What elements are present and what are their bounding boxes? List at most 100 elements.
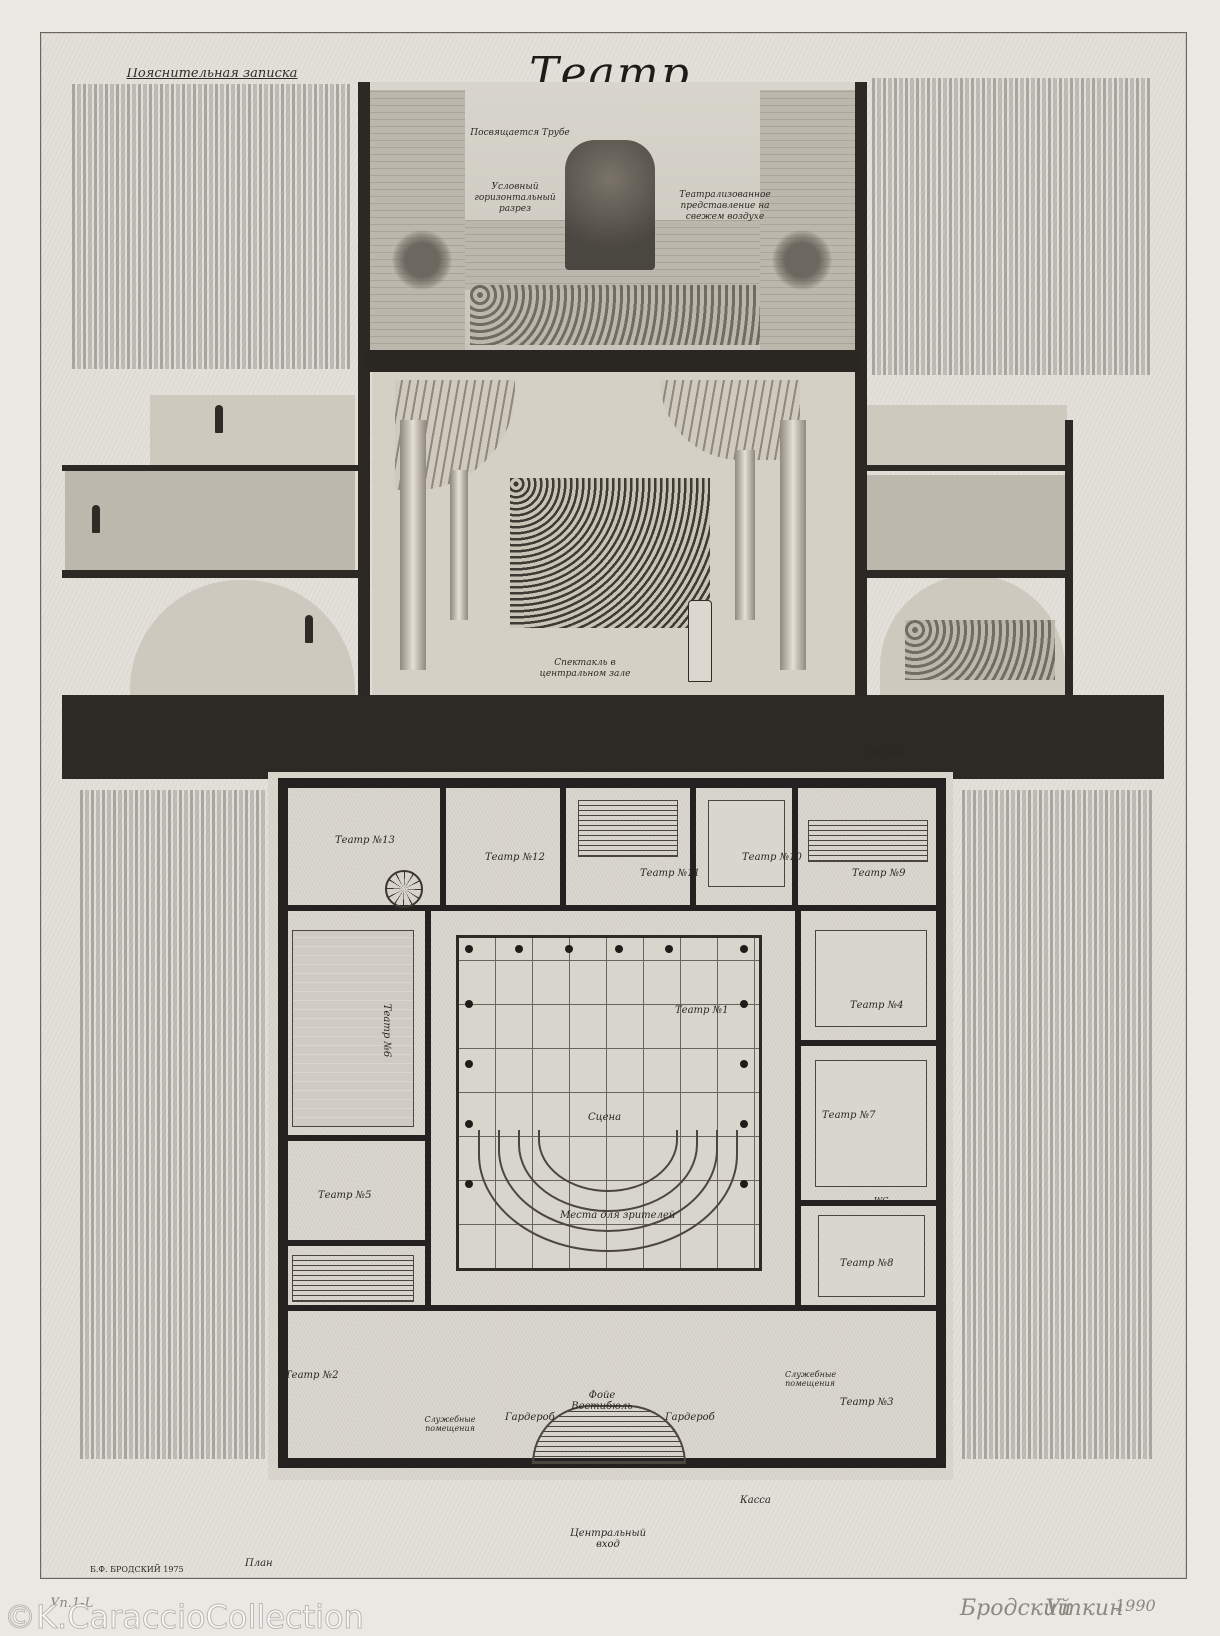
pilaster: [465, 1000, 473, 1008]
plan-wall-left-col: [425, 910, 431, 1310]
tree-right: [772, 230, 832, 290]
right-floor-1: [860, 465, 1070, 471]
figure-actor-left: [215, 405, 223, 433]
plate-imprint: Б.Ф. БРОДСКИЙ 1975: [90, 1565, 184, 1574]
figure-lower-left: [305, 615, 313, 643]
right-middle-room: [867, 475, 1067, 570]
label-theatre-11: Театр №11: [640, 868, 700, 879]
label-theatre-13: Театр №13: [335, 835, 395, 846]
right-floor-2: [860, 570, 1070, 578]
right-room-audience: [905, 620, 1055, 680]
monument-sculpture: [565, 140, 655, 270]
auditorium-audience: [510, 478, 710, 628]
pilaster: [740, 945, 748, 953]
left-floor-2: [62, 570, 358, 578]
label-service-left: Служебные помещения: [424, 1415, 476, 1433]
plan-wall-left: [278, 778, 288, 1468]
stairs-theatre-12: [578, 800, 678, 857]
label-entrance: Центральный вход: [570, 1528, 647, 1550]
explanatory-note-right: [872, 78, 1152, 388]
print-year: 1990: [1115, 1596, 1156, 1615]
label-theatre-1: Театр №1: [675, 1005, 729, 1016]
label-theatre-9: Театр №9: [852, 868, 906, 879]
explanatory-note-left: Пояснительная записка: [72, 68, 352, 388]
pilaster: [515, 945, 523, 953]
pilaster: [565, 945, 573, 953]
pilaster: [740, 1060, 748, 1068]
plan-note-right: [962, 790, 1152, 1470]
pilaster: [665, 945, 673, 953]
label-theatre-10: Театр №10: [742, 852, 802, 863]
courtyard-left-facade: [370, 90, 465, 350]
plan-wall-top: [278, 778, 946, 788]
left-upper-room: [150, 395, 355, 465]
label-theatre-8: Театр №8: [840, 1258, 894, 1269]
ground-mass: [62, 695, 1164, 779]
label-theatre-6: Театр №6: [381, 1003, 393, 1058]
plan-wall-right-2: [795, 1200, 940, 1206]
pilaster: [740, 1180, 748, 1188]
label-open-air: Театрализованное представление на свежем…: [679, 190, 771, 222]
artist-signature-2: Уткин: [1045, 1596, 1124, 1621]
section-wall-left: [358, 82, 370, 697]
courtyard-right-facade: [760, 90, 855, 350]
label-theatre-7: Театр №7: [822, 1110, 876, 1121]
stairs-theatre-9: [808, 820, 928, 862]
plan-wall-top-row: [278, 905, 946, 911]
room-theatre-4: [815, 930, 927, 1027]
label-theatre-12: Театр №12: [485, 852, 545, 863]
pilaster: [740, 1000, 748, 1008]
plan-wall-div-3: [690, 778, 696, 910]
room-theatre-7: [815, 1060, 927, 1187]
artist-signature-1: Бродский: [960, 1596, 1072, 1621]
plan-note-left: [80, 790, 265, 1470]
pilaster: [465, 945, 473, 953]
stairs-theatre-2: [292, 1255, 414, 1302]
label-cut: Условный горизонтальный разрез: [474, 182, 556, 214]
label-scene: Сцена: [588, 1112, 622, 1123]
label-wardrobe-right: Гардероб: [665, 1412, 715, 1423]
label-section-marker: Разрез: [868, 748, 904, 759]
right-upper-room: [867, 405, 1067, 465]
section-wall-right: [855, 82, 867, 697]
plan-wall-right: [936, 778, 946, 1468]
entrance-stair: [532, 1405, 686, 1464]
pilaster: [465, 1120, 473, 1128]
label-cashier: Касса: [740, 1495, 771, 1506]
left-floor-1: [62, 465, 358, 471]
label-service-right: Служебные помещения: [785, 1370, 837, 1388]
column-2: [780, 420, 806, 670]
pilaster: [740, 1120, 748, 1128]
left-middle-room: [65, 470, 355, 570]
pilaster: [465, 1180, 473, 1188]
actor-figure: [688, 600, 712, 682]
label-wc: WC: [874, 1196, 889, 1205]
plan-wall-left-2: [278, 1240, 428, 1246]
label-plan-marker: План: [245, 1558, 273, 1569]
plan-wall-right-col: [795, 910, 801, 1310]
label-foyer: Фойе Вестибюль: [571, 1390, 633, 1412]
label-theatre-4: Театр №4: [850, 1000, 904, 1011]
edition-number: Уп.1-L: [50, 1596, 94, 1611]
room-theatre-10: [708, 800, 785, 887]
courtyard-crowd: [470, 285, 760, 345]
column-4: [735, 450, 755, 620]
plan-wall-div-4: [792, 778, 798, 910]
collection-watermark: ©K.CaraccioCollection: [4, 1598, 365, 1636]
figure-umbrella-left: [92, 505, 100, 533]
plan-wall-left-1: [278, 1135, 428, 1141]
label-theatre-2: Театр №2: [285, 1370, 339, 1381]
pilaster: [615, 945, 623, 953]
room-theatre-3-left: [292, 930, 414, 1127]
column-3: [450, 470, 468, 620]
tree-left: [392, 230, 452, 290]
right-outer-wall: [1065, 420, 1073, 697]
pilaster: [465, 1060, 473, 1068]
column-1: [400, 420, 426, 670]
label-dedication: Посвящается Трубе: [470, 128, 570, 138]
plan-wall-div-1: [440, 778, 446, 910]
section-floor-slab: [365, 350, 860, 372]
note-heading: Пояснительная записка: [126, 68, 298, 81]
room-theatre-8: [818, 1215, 925, 1297]
